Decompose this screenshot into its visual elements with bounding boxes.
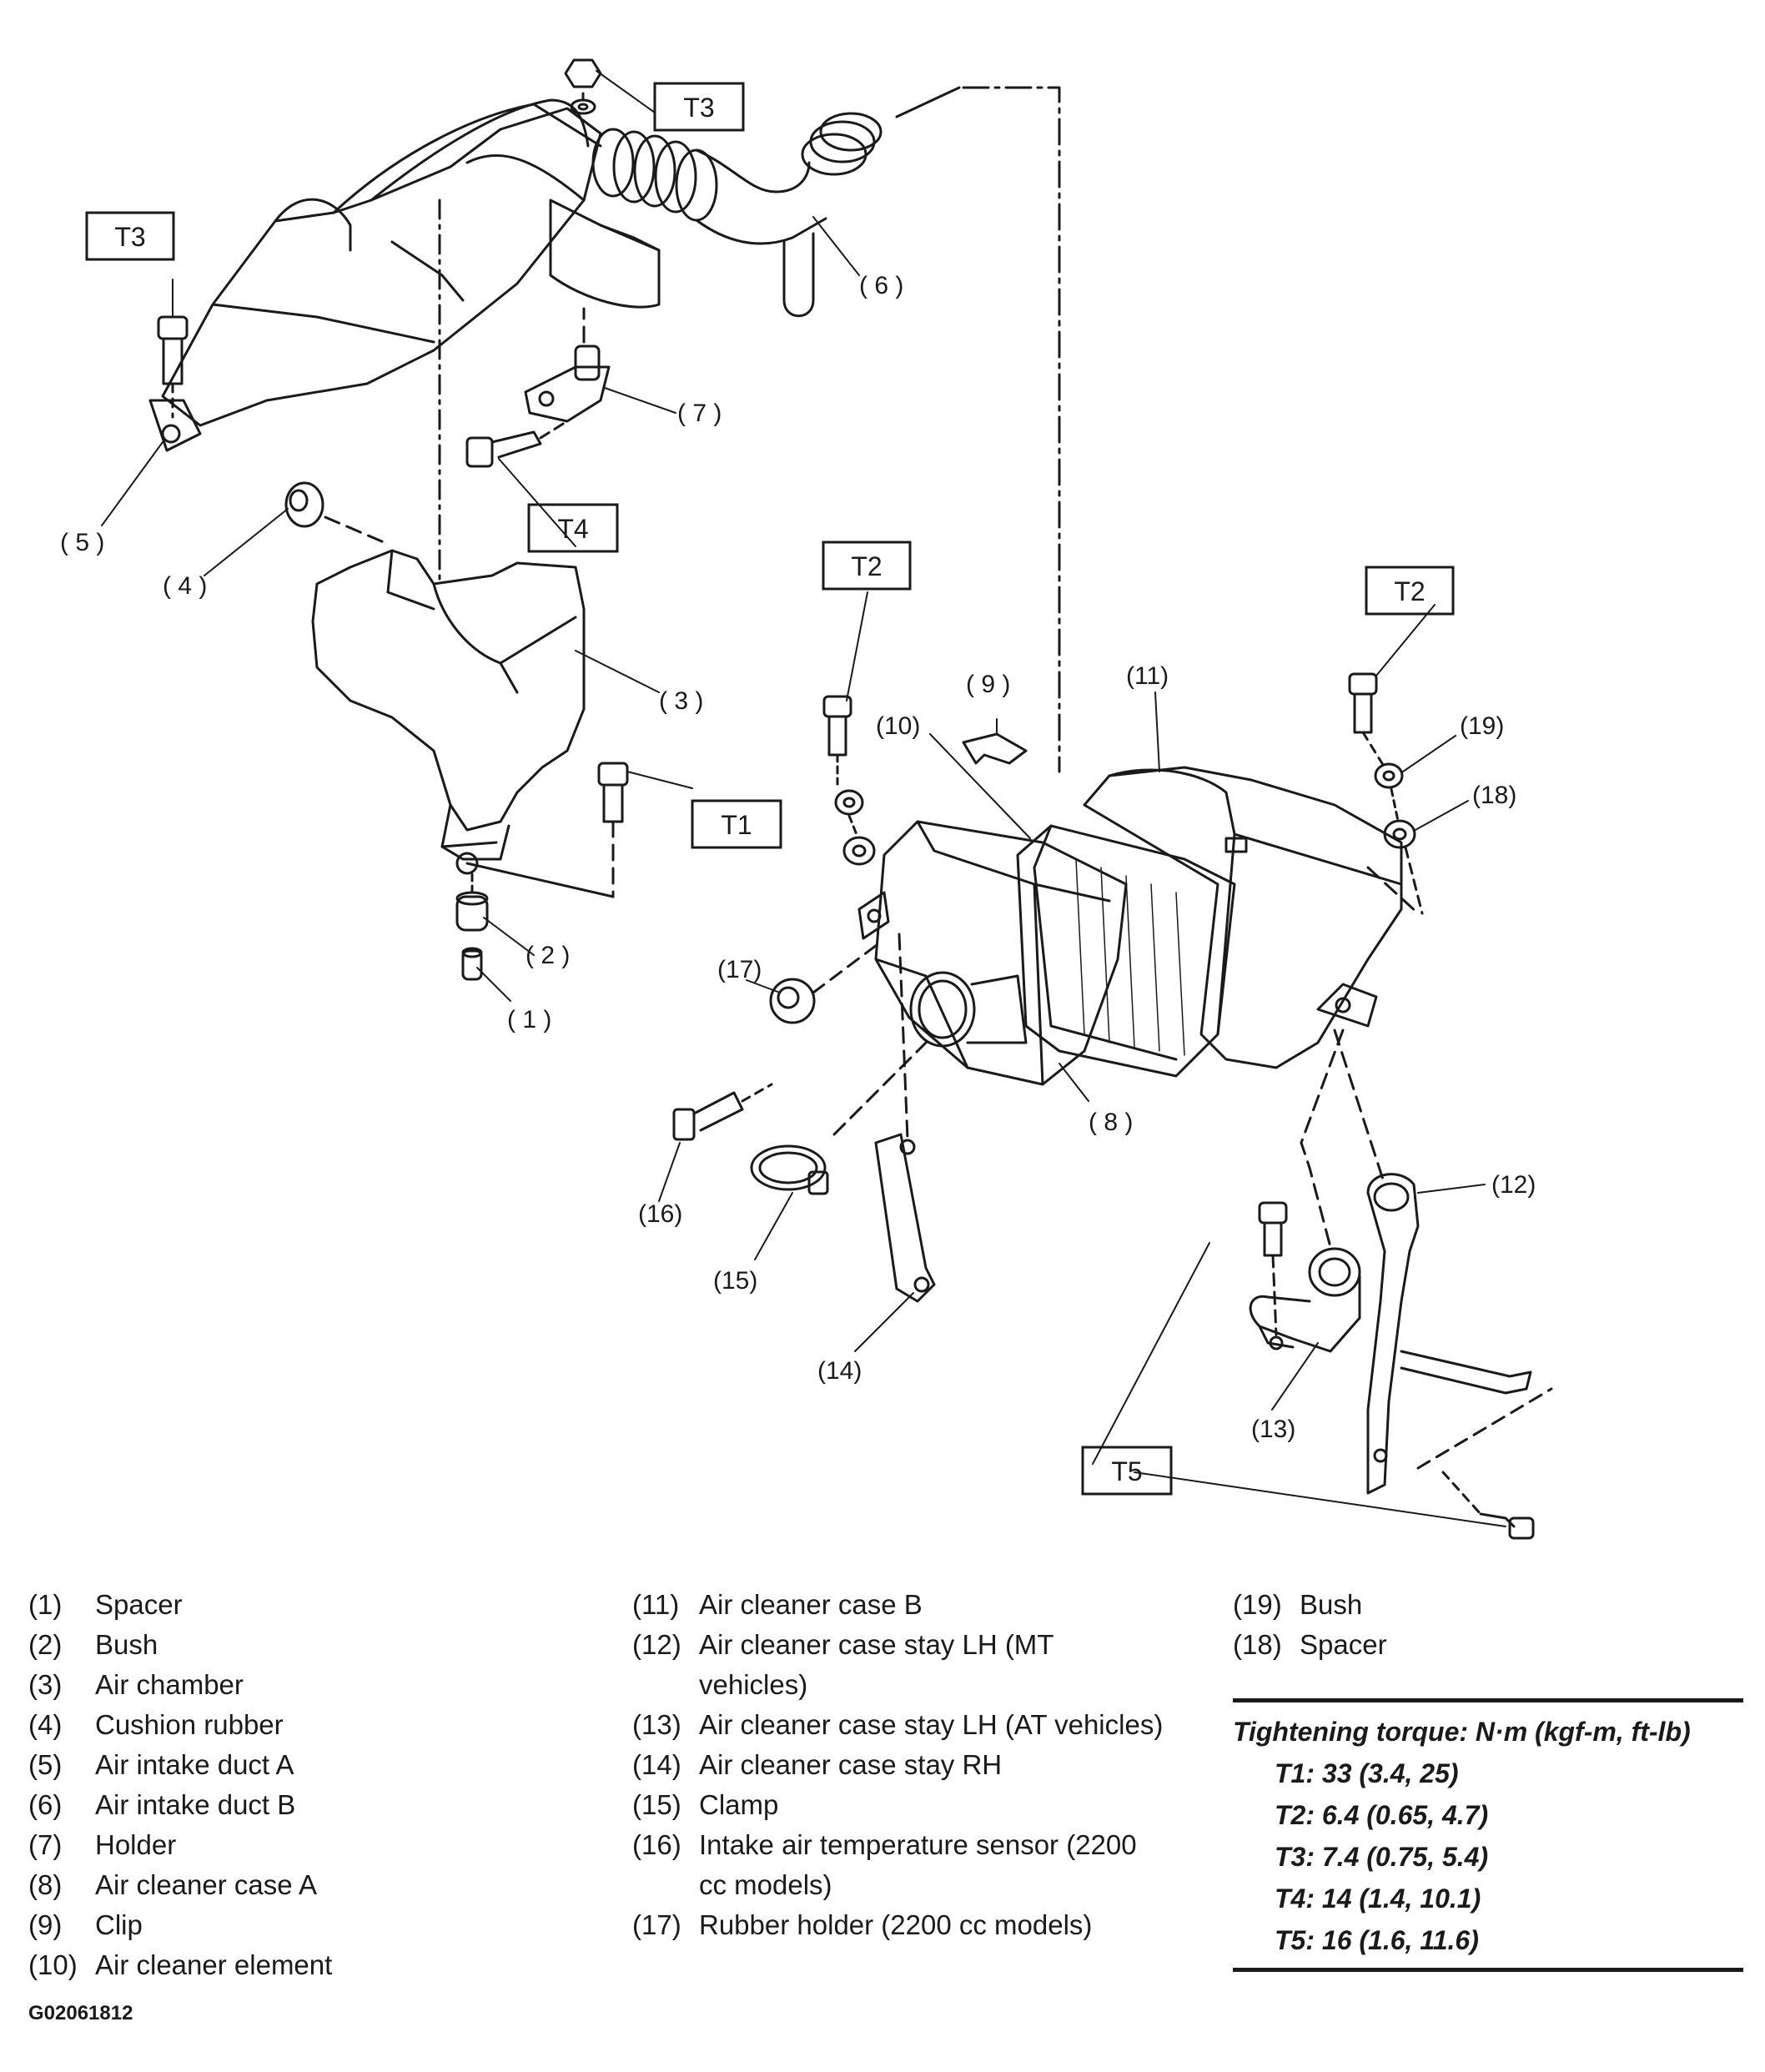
legend-item: (8)Air cleaner case A (28, 1869, 317, 1900)
alignment-line-2 (962, 86, 1061, 773)
legend-item: (2)Bush (28, 1629, 158, 1660)
legend-item: (13)Air cleaner case stay LH (AT vehicle… (632, 1709, 1164, 1740)
callout-14: (14) (817, 1357, 862, 1385)
duct-tube (370, 98, 590, 202)
legend-column-1: (1)Spacer (2)Bush (3)Air chamber (4)Cush… (28, 1585, 612, 1985)
legend-item: (16)Intake air temperature sensor (2200 … (632, 1829, 1137, 1900)
t3-tag-left: T3 (85, 211, 175, 261)
svg-text:T4: T4 (557, 514, 588, 544)
spacer (461, 947, 483, 981)
t2-tag-left: T2 (822, 541, 912, 591)
air-chamber (311, 549, 586, 875)
callout-8: ( 8 ) (1089, 1109, 1133, 1136)
callout-5: ( 5 ) (60, 529, 104, 556)
torque-row-t1: T1: 33 (3.4, 25) (1275, 1758, 1459, 1788)
torque-row-t4: T4: 14 (1.4, 10.1) (1275, 1883, 1481, 1914)
legend-item: (3)Air chamber (28, 1669, 244, 1700)
stay-rh (874, 933, 936, 1303)
callout-10: (10) (876, 712, 920, 740)
bush (455, 873, 489, 932)
t5-bolt-b (1416, 1387, 1553, 1540)
legend-item: (18)Spacer (1233, 1629, 1387, 1660)
callout-15: (15) (713, 1267, 757, 1295)
rubber-holder (769, 941, 882, 1024)
t4-tag: T4 (527, 503, 619, 553)
t4-bolt (465, 420, 569, 468)
clip (962, 732, 1028, 765)
callout-6: ( 6 ) (859, 272, 903, 299)
t1-tag: T1 (691, 799, 782, 849)
callout-7: ( 7 ) (677, 400, 722, 427)
torque-row-t5: T5: 16 (1.6, 11.6) (1275, 1925, 1479, 1955)
svg-text:T3: T3 (683, 93, 714, 123)
legend-item: (14)Air cleaner case stay RH (632, 1749, 1003, 1780)
t5-tag: T5 (1081, 1446, 1173, 1496)
callout-11: (11) (1126, 662, 1169, 690)
callout-4: ( 4 ) (163, 572, 207, 600)
t2-tag-right: T2 (1365, 566, 1455, 616)
t2-bolt-right (1348, 672, 1424, 915)
legend-item: (6)Air intake duct B (28, 1789, 296, 1820)
legend-item: (5)Air intake duct A (28, 1749, 294, 1780)
stay-lh-at (1249, 1028, 1361, 1353)
callout-1: ( 1 ) (507, 1006, 551, 1033)
leader-lines (101, 70, 1506, 1527)
duct-b-leader (895, 86, 961, 118)
figure-code: G02061812 (28, 2002, 133, 2024)
legend-item: (17)Rubber holder (2200 cc models) (632, 1909, 1093, 1940)
clamp (750, 1041, 928, 1195)
legend-item: (15)Clamp (632, 1789, 779, 1820)
air-cleaner-case-a (857, 820, 1128, 1086)
t3-tag-top: T3 (653, 82, 745, 132)
t3-bolt-left (157, 315, 189, 419)
intake-air-temp-sensor (672, 1083, 773, 1141)
air-intake-duct-a (148, 103, 602, 452)
legend-item: (11)Air cleaner case B (632, 1589, 923, 1620)
callout-9: ( 9 ) (966, 671, 1010, 698)
legend-item: (4)Cushion rubber (28, 1709, 284, 1740)
stay-lh-mt (1333, 1028, 1532, 1495)
legend-item: (9)Clip (28, 1909, 143, 1940)
callout-18: (18) (1472, 782, 1516, 809)
t3-bolt-top (564, 58, 602, 115)
svg-text:T1: T1 (721, 810, 752, 840)
callout-2: ( 2 ) (525, 942, 570, 969)
t1-bolt (465, 762, 629, 898)
callout-17: (17) (717, 956, 762, 983)
cushion-rubber (284, 481, 385, 544)
legend-item: (10)Air cleaner element (28, 1949, 333, 1980)
air-intake-duct-b (549, 112, 882, 318)
callout-12: (12) (1491, 1171, 1536, 1199)
legend-item: (7)Holder (28, 1829, 177, 1860)
callout-16: (16) (638, 1200, 682, 1228)
torque-row-t3: T3: 7.4 (0.75, 5.4) (1275, 1842, 1489, 1872)
svg-text:T2: T2 (851, 551, 882, 581)
tightening-torque-table: Tightening torque: N·m (kgf-m, ft-lb) T1… (1233, 1698, 1743, 1972)
air-cleaner-case-b (1083, 766, 1420, 1069)
intake-snout (909, 971, 1028, 1048)
callout-19: (19) (1460, 712, 1504, 740)
exploded-parts-diagram: T3 T3 T4 T1 T2 T2 T5 ( 5 ) ( 4 ) ( (60, 58, 1553, 1540)
callout-13: (13) (1251, 1416, 1295, 1443)
legend-item: (19)Bush (1233, 1589, 1363, 1620)
legend-item: (1)Spacer (28, 1589, 183, 1620)
legend-column-2: (11)Air cleaner case B (12)Air cleaner c… (632, 1585, 1216, 1945)
legend-column-3: (19)Bush (18)Spacer (1233, 1585, 1750, 1665)
holder (524, 307, 611, 423)
torque-title: Tightening torque: N·m (kgf-m, ft-lb) (1233, 1717, 1691, 1747)
legend-item: (12)Air cleaner case stay LH (MT vehicle… (632, 1629, 1053, 1700)
t5-bolt-a (1258, 1201, 1288, 1336)
svg-text:T5: T5 (1111, 1456, 1142, 1486)
air-cleaner-element (1016, 824, 1236, 1078)
callout-3: ( 3 ) (659, 687, 703, 715)
svg-text:T3: T3 (114, 222, 145, 252)
svg-text:T2: T2 (1394, 576, 1425, 606)
torque-row-t2: T2: 6.4 (0.65, 4.7) (1275, 1800, 1489, 1830)
t2-bolt-left (822, 695, 876, 866)
